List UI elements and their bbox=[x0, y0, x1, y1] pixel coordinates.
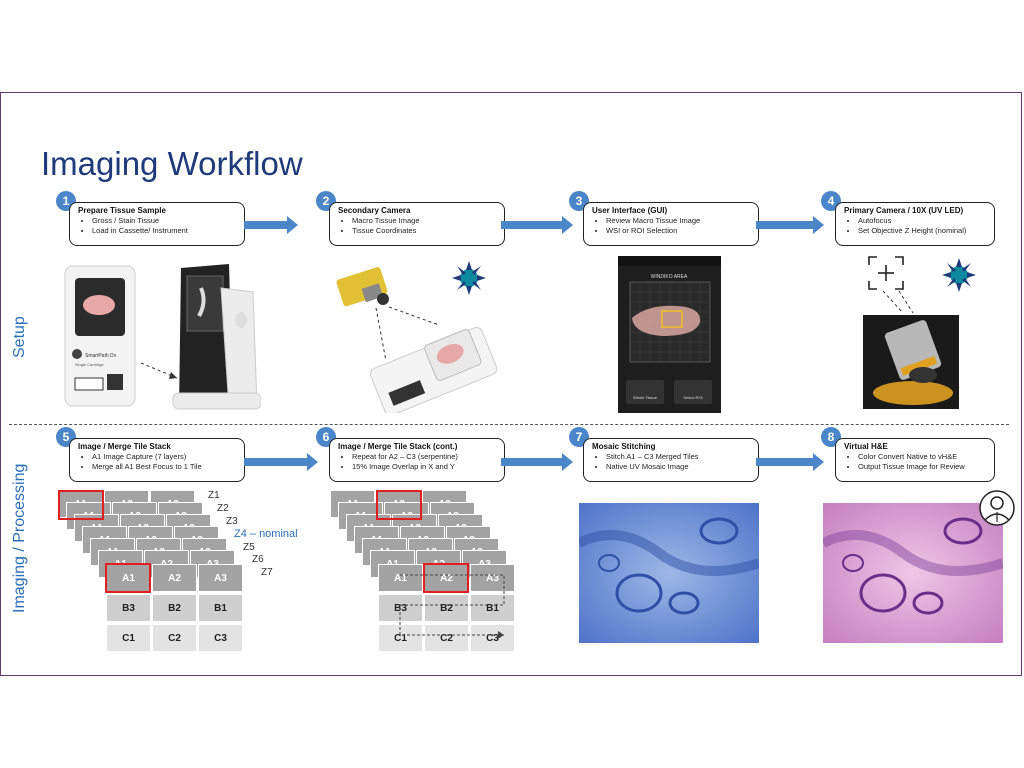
pathologist-icon bbox=[979, 490, 1015, 526]
flow-arrow bbox=[244, 453, 318, 471]
tile-stack-5: A1A2A3A1A2A3A1A2A3A1A2A3A1A2A3A1A2A3A1A2… bbox=[56, 490, 296, 663]
step-title: Image / Merge Tile Stack bbox=[78, 442, 171, 451]
gui-button-select-roi: Select ROI bbox=[683, 395, 702, 400]
step-bullet: Stitch A1 – C3 Merged Tiles bbox=[606, 452, 750, 462]
step-bullet: 15% Image Overlap in X and Y bbox=[352, 462, 496, 472]
section-divider bbox=[9, 424, 1009, 425]
tile-c3: C3 bbox=[470, 624, 515, 652]
step-box-1: Prepare Tissue Sample Gross / Stain Tiss… bbox=[69, 202, 245, 246]
flow-arrow bbox=[756, 216, 824, 234]
step-title: Secondary Camera bbox=[338, 206, 411, 215]
slide: Imaging Workflow Setup Imaging / Process… bbox=[0, 92, 1022, 676]
tile-a1: A1 bbox=[106, 564, 151, 592]
serpentine-path bbox=[399, 574, 505, 639]
step-bullet: Color Convert Native to vH&E bbox=[858, 452, 986, 462]
z-layer-label-nominal: Z4 – nominal bbox=[234, 528, 298, 540]
cartridge-brand: SmartPath Dx bbox=[85, 353, 117, 359]
z-layer-label: Z3 bbox=[226, 516, 238, 527]
step-box-6: Image / Merge Tile Stack (cont.) Repeat … bbox=[329, 438, 505, 482]
step-bullet: Macro Tissue Image bbox=[352, 216, 496, 226]
tile-c2: C2 bbox=[152, 624, 197, 652]
z-layer-label: Z2 bbox=[217, 503, 229, 514]
z-layer-label: Z7 bbox=[261, 567, 273, 578]
step-bullet: Tissue Coordinates bbox=[352, 226, 496, 236]
instrument-and-cartridge-image: SmartPath Dx Single Cartridge bbox=[64, 264, 261, 410]
step-bullet: Output Tissue Image for Review bbox=[858, 462, 986, 472]
flow-arrow bbox=[756, 453, 824, 471]
cartridge-sub: Single Cartridge bbox=[75, 362, 104, 367]
step-bullet: Repeat for A2 – C3 (serpentine) bbox=[352, 452, 496, 462]
tile-a3: A3 bbox=[198, 564, 243, 592]
z-layer-label: Z5 bbox=[243, 542, 255, 553]
primary-camera-image bbox=[863, 256, 976, 409]
step-bullet: Review Macro Tissue Image bbox=[606, 216, 750, 226]
tile-b2: B2 bbox=[424, 594, 469, 622]
tile-c2: C2 bbox=[424, 624, 469, 652]
section-label-imaging: Imaging / Processing bbox=[11, 463, 28, 613]
step-bullet: Set Objective Z Height (nominal) bbox=[858, 226, 986, 236]
step-box-7: Mosaic Stitching Stitch A1 – C3 Merged T… bbox=[583, 438, 759, 482]
tile-highlight bbox=[105, 563, 151, 593]
gui-tablet-image: WINDIKO AREA Whole Tissue Select ROI bbox=[618, 256, 721, 413]
flow-arrow bbox=[501, 216, 573, 234]
step-bullet: WSI or ROI Selection bbox=[606, 226, 750, 236]
step-bullet: A1 Image Capture (7 layers) bbox=[92, 452, 236, 462]
step-box-4: Primary Camera / 10X (UV LED) AutofocusS… bbox=[835, 202, 995, 246]
tile-stack-6: A1A2A3A1A2A3A1A2A3A1A2A3A1A2A3A1A2A3A1A2… bbox=[328, 490, 528, 663]
step-bullet: Autofocus bbox=[858, 216, 986, 226]
tile-a1: A1 bbox=[378, 564, 423, 592]
tile-a2: A2 bbox=[152, 564, 197, 592]
step-box-5: Image / Merge Tile Stack A1 Image Captur… bbox=[69, 438, 245, 482]
step-bullet: Load in Cassette/ Instrument bbox=[92, 226, 236, 236]
tile-b1: B1 bbox=[198, 594, 243, 622]
tile-highlight-back bbox=[58, 490, 104, 520]
tile-c3: C3 bbox=[198, 624, 243, 652]
tile-b3: B3 bbox=[106, 594, 151, 622]
step-bullet: Native UV Mosaic Image bbox=[606, 462, 750, 472]
tile-c1: C1 bbox=[106, 624, 151, 652]
native-uv-mosaic-image bbox=[579, 503, 759, 643]
step-title: User Interface (GUI) bbox=[592, 206, 668, 215]
step-title: Primary Camera / 10X (UV LED) bbox=[844, 206, 964, 215]
step-box-2: Secondary Camera Macro Tissue ImageTissu… bbox=[329, 202, 505, 246]
step-title: Prepare Tissue Sample bbox=[78, 206, 166, 215]
secondary-camera-image bbox=[336, 261, 498, 413]
tile-highlight bbox=[423, 563, 469, 593]
z-layer-label: Z6 bbox=[252, 554, 264, 565]
step-box-3: User Interface (GUI) Review Macro Tissue… bbox=[583, 202, 759, 246]
tile-a3: A3 bbox=[470, 564, 515, 592]
flow-arrow bbox=[501, 453, 573, 471]
step-box-8: Virtual H&E Color Convert Native to vH&E… bbox=[835, 438, 995, 482]
flow-arrow bbox=[244, 216, 298, 234]
step-bullet: Gross / Stain Tissue bbox=[92, 216, 236, 226]
z-layer-label: Z1 bbox=[208, 490, 220, 501]
section-label-setup: Setup bbox=[11, 316, 28, 358]
tile-highlight-back bbox=[376, 490, 422, 520]
step-title: Virtual H&E bbox=[844, 442, 888, 451]
gui-button-whole-tissue: Whole Tissue bbox=[633, 395, 658, 400]
step-title: Mosaic Stitching bbox=[592, 442, 656, 451]
page-title: Imaging Workflow bbox=[41, 145, 303, 182]
step-title: Image / Merge Tile Stack (cont.) bbox=[338, 442, 458, 451]
tile-b1: B1 bbox=[470, 594, 515, 622]
virtual-he-image bbox=[823, 503, 1003, 643]
gui-header: WINDIKO AREA bbox=[651, 274, 688, 280]
step-bullet: Merge all A1 Best Focus to 1 Tile bbox=[92, 462, 236, 472]
tile-b2: B2 bbox=[152, 594, 197, 622]
